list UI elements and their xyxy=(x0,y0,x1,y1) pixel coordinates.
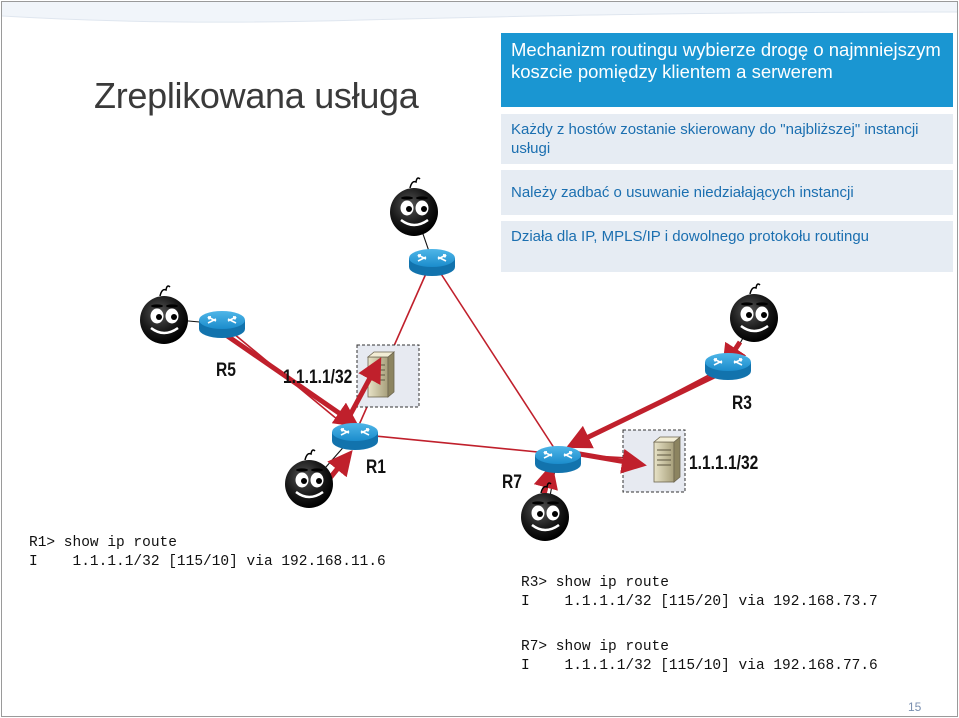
slide-title: Zreplikowana usługa xyxy=(94,75,419,116)
network-links xyxy=(221,259,729,460)
cli-r3-output: I 1.1.1.1/32 [115/20] via 192.168.73.7 xyxy=(521,594,878,610)
router-icon xyxy=(534,445,582,474)
router-icon xyxy=(198,310,246,339)
router-label-r7: R7 xyxy=(502,472,522,493)
router-icon xyxy=(408,248,456,277)
router-icon xyxy=(331,422,379,451)
router-label-r3: R3 xyxy=(732,393,752,414)
page-number: 15 xyxy=(908,700,922,714)
decorative-swoosh xyxy=(2,2,957,23)
panel-bullet-1: Każdy z hostów zostanie skierowany do "n… xyxy=(501,114,953,164)
panel-heading: Mechanizm routingu wybierze drogę o najm… xyxy=(501,33,953,107)
router-label-r1: R1 xyxy=(366,457,386,478)
cli-r1-output: I 1.1.1.1/32 [115/10] via 192.168.11.6 xyxy=(29,554,386,570)
service-address-right: 1.1.1.1/32 xyxy=(689,453,759,474)
cli-r7-output: I 1.1.1.1/32 [115/10] via 192.168.77.6 xyxy=(521,658,878,674)
host-face-icon xyxy=(388,176,440,238)
panel-bullet-3: Działa dla IP, MPLS/IP i dowolnego proto… xyxy=(501,221,953,272)
cli-r1-command: R1> show ip route xyxy=(29,535,177,551)
service-box-left xyxy=(356,344,420,408)
service-address-left: 1.1.1.1/32 xyxy=(283,367,353,388)
host-face-icon xyxy=(728,282,780,344)
router-icon xyxy=(704,352,752,381)
host-face-icon xyxy=(283,448,335,510)
cli-r3-command: R3> show ip route xyxy=(521,575,669,591)
route-arrows xyxy=(208,321,747,499)
panel-bullet-2: Należy zadbać o usuwanie niedziałających… xyxy=(501,170,953,215)
cli-r7-command: R7> show ip route xyxy=(521,639,669,655)
router-label-r5: R5 xyxy=(216,360,236,381)
host-face-icon xyxy=(138,284,190,346)
